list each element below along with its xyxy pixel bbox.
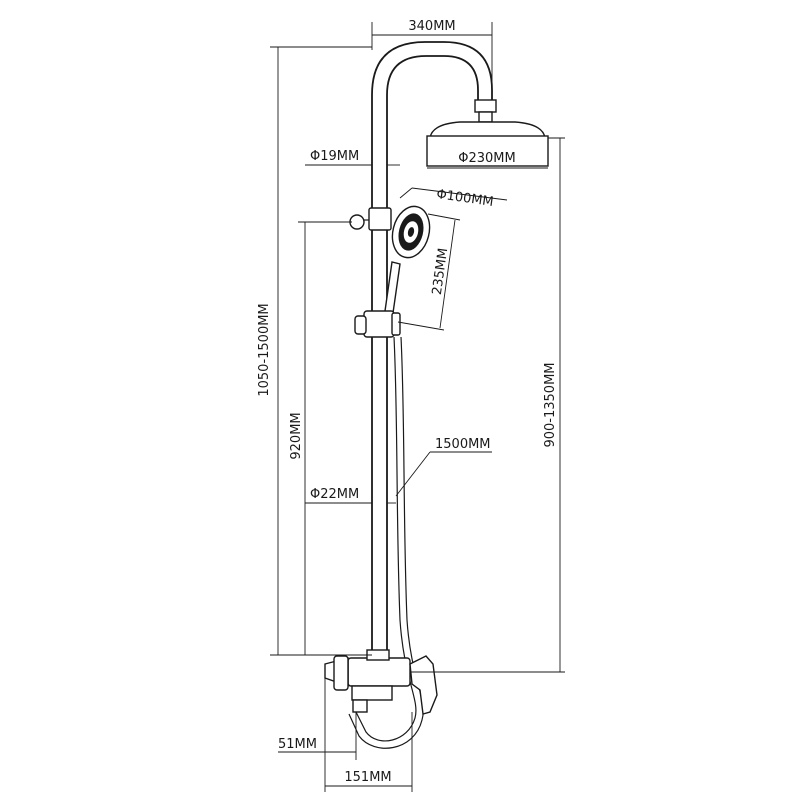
dim-handheld-length: 235MM xyxy=(397,213,461,331)
dim-overhead-diameter: Φ230MM xyxy=(427,151,548,169)
mixer-valve xyxy=(324,649,438,715)
riser-pipe xyxy=(371,41,493,655)
label-overhead-diameter: Φ230MM xyxy=(458,151,515,166)
label-rail-height: 920MM xyxy=(289,412,304,459)
label-upper-pipe: Φ19MM xyxy=(310,149,359,164)
sliding-holder xyxy=(354,310,401,338)
label-lower-pipe: Φ22MM xyxy=(310,487,359,502)
dim-lower-pipe: Φ22MM xyxy=(305,487,396,516)
dim-rail-height: 920MM xyxy=(289,221,352,655)
label-total-height: 1050-1500MM xyxy=(257,303,272,396)
label-overhead-height: 900-1350MM xyxy=(543,362,558,447)
overhead-shower-head xyxy=(426,121,549,167)
dim-total-height: 1050-1500MM xyxy=(257,46,372,656)
overhead-connector xyxy=(474,99,497,123)
dim-mixer-width: 151MM xyxy=(325,712,413,792)
label-top-width: 340MM xyxy=(408,19,455,34)
dim-top-width: 340MM xyxy=(371,19,493,85)
dim-overhead-height: 900-1350MM xyxy=(410,137,565,673)
label-handheld-diameter: Φ100MM xyxy=(435,187,494,210)
label-handheld-length: 235MM xyxy=(430,247,451,296)
hand-shower xyxy=(383,205,431,321)
label-outlet-depth: 51MM xyxy=(278,737,317,752)
dim-hose-length: 1500MM xyxy=(395,437,492,497)
dim-outlet-depth: 51MM xyxy=(278,676,357,792)
upper-holder xyxy=(349,207,392,231)
label-mixer-width: 151MM xyxy=(344,770,391,785)
shower-hose xyxy=(348,336,424,749)
label-hose-length: 1500MM xyxy=(435,437,491,452)
dim-upper-pipe: Φ19MM xyxy=(305,149,400,178)
